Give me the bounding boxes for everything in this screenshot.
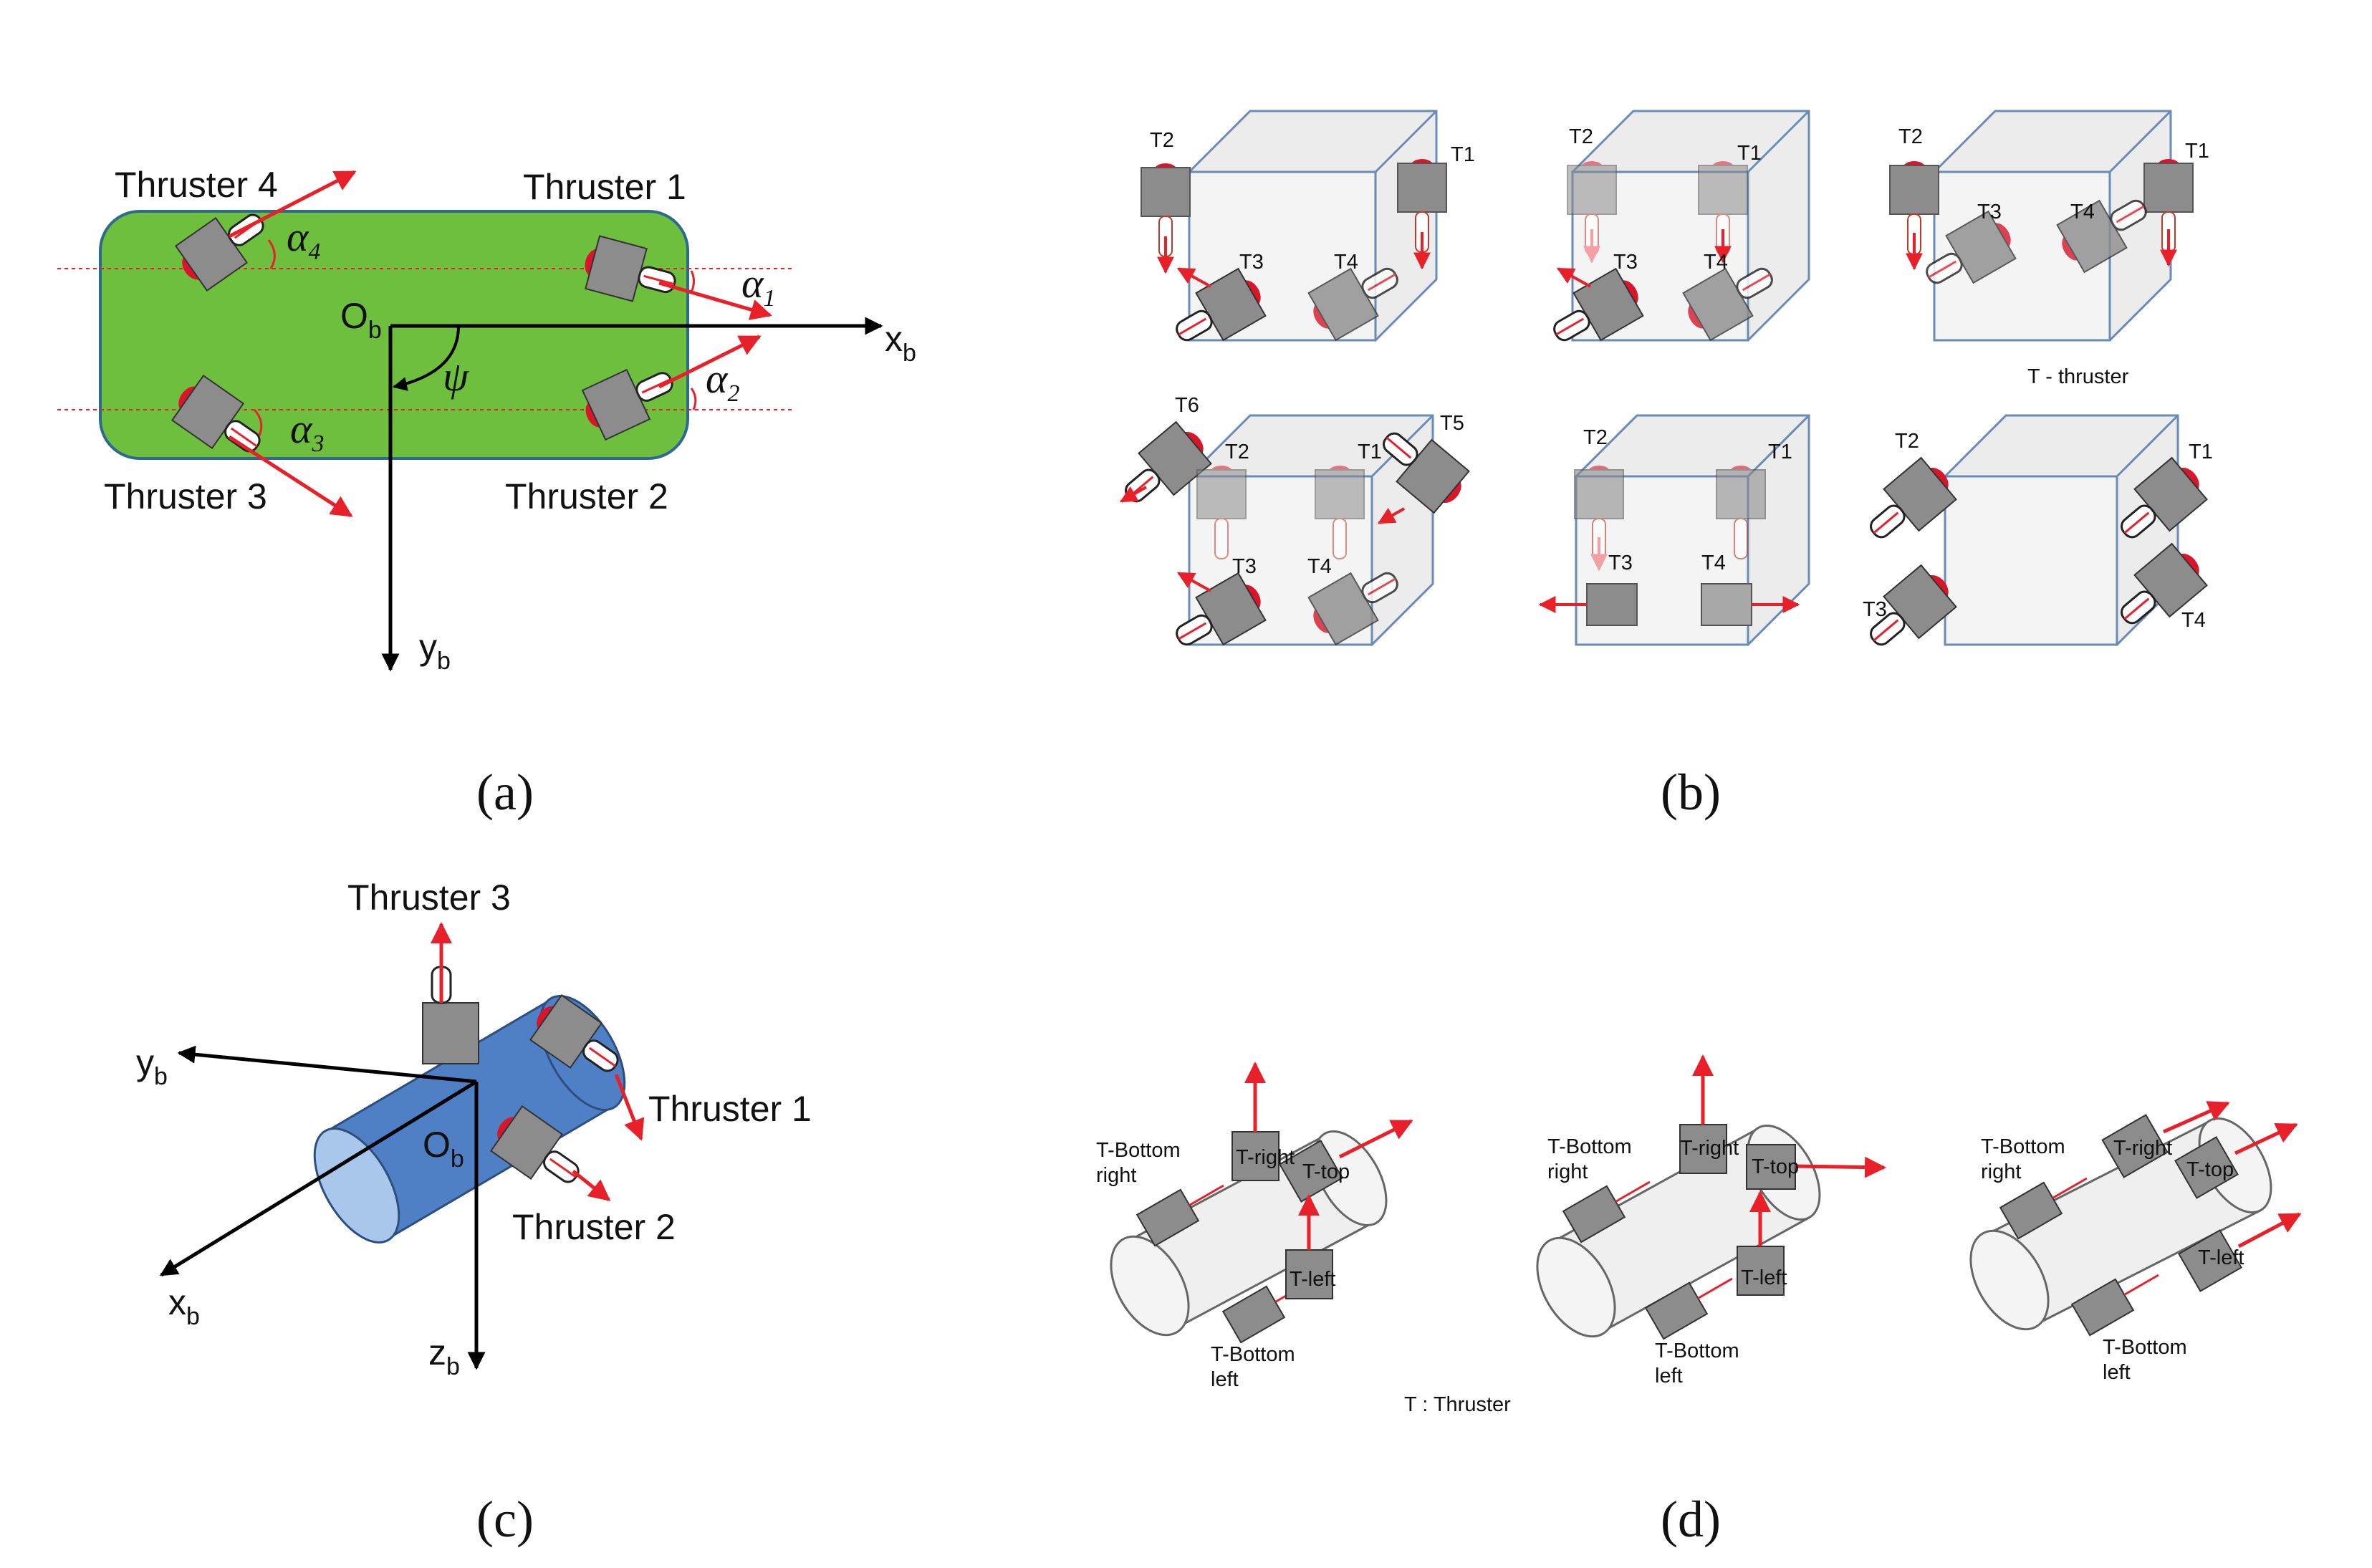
- d2-t-top: T-top: [1752, 1155, 1799, 1178]
- x-axis-label: xb: [885, 319, 916, 367]
- cube5-t3: T3: [1608, 552, 1633, 574]
- panel-a: Thruster 4 Thruster 1 Thruster 3 Thruste…: [57, 165, 916, 821]
- c-origin-label: Ob: [423, 1125, 464, 1173]
- alpha-1-arc: [690, 270, 695, 293]
- cube-6: T2 T1 T3 T4: [1855, 414, 2214, 663]
- alpha-1-label: α1: [741, 260, 775, 312]
- cube3-t2: T2: [1898, 125, 1923, 148]
- cube1-t2: T2: [1150, 129, 1174, 152]
- cube2-t3: T3: [1613, 251, 1638, 274]
- cylinder-end: [313, 1127, 400, 1244]
- c-y-axis: [177, 1045, 477, 1084]
- cube1-t4: T4: [1334, 251, 1358, 274]
- alpha-3-label: α3: [290, 405, 324, 457]
- cube1-t1: T1: [1451, 143, 1475, 166]
- cube6-t2: T2: [1895, 430, 1919, 453]
- cube5-t1: T1: [1768, 441, 1792, 463]
- d2-t-left: T-left: [1741, 1266, 1787, 1289]
- cube5-t2: T2: [1583, 426, 1608, 449]
- c-z-axis-label: zb: [428, 1332, 460, 1380]
- psi-label: ψ: [443, 353, 469, 400]
- thruster-1-label: Thruster 1: [523, 167, 686, 207]
- cube1-t3: T3: [1239, 251, 1264, 274]
- d3-t-top: T-top: [2186, 1158, 2234, 1181]
- panel-b: T2 T1 T3 T4 T2 T1 T3 T4: [1110, 110, 2214, 821]
- c-thruster-3-label: Thruster 3: [347, 877, 511, 918]
- d1-t-left: T-left: [1290, 1268, 1335, 1291]
- cube2-t2: T2: [1569, 125, 1593, 148]
- cube6-t4: T4: [2181, 609, 2206, 632]
- cube-4: T6 T5 T2 T1 T3 T4: [1110, 394, 1476, 664]
- d3-t-right: T-right: [2113, 1137, 2172, 1160]
- thruster-3-label: Thruster 3: [104, 476, 267, 516]
- d-legend: T : Thruster: [1404, 1393, 1511, 1416]
- y-axis-label: yb: [419, 627, 451, 675]
- d1-t-right: T-right: [1236, 1146, 1295, 1169]
- c-thruster-3: [422, 922, 479, 1064]
- cube4-t6: T6: [1175, 394, 1199, 417]
- d3-t-left: T-left: [2198, 1246, 2244, 1269]
- cube4-t2: T2: [1225, 441, 1249, 463]
- d1-t-top: T-top: [1302, 1160, 1350, 1183]
- cube-2: T2 T1 T3 T4: [1541, 110, 1810, 360]
- cube5-t4: T4: [1701, 552, 1726, 574]
- thrust-arrow-1: [658, 281, 772, 320]
- vessel-hull: [99, 210, 689, 460]
- cube2-t4: T4: [1704, 251, 1728, 274]
- alpha-2-arc: [690, 388, 697, 410]
- origin-label: Ob: [340, 296, 382, 344]
- cube6-t3: T3: [1863, 598, 1887, 621]
- cube-5: T2 T1 T3 T4: [1538, 414, 1810, 647]
- cube2-t1: T1: [1737, 142, 1762, 165]
- thruster-2-label: Thruster 2: [505, 476, 668, 516]
- thrust-arrow-2: [658, 335, 762, 389]
- cube4-t5: T5: [1440, 412, 1464, 435]
- c-thruster-2-label: Thruster 2: [512, 1207, 676, 1247]
- cube-3: T2 T1 T3 T4 T - thruster: [1889, 110, 2209, 388]
- cube3-t1: T1: [2185, 140, 2209, 163]
- d2-t-right: T-right: [1680, 1137, 1739, 1160]
- cube3-t4: T4: [2070, 201, 2095, 223]
- psi-arc: [393, 325, 460, 391]
- alpha-2-label: α2: [706, 355, 739, 407]
- c-x-axis: [159, 1079, 478, 1277]
- alpha-4-arc: [267, 239, 276, 269]
- thruster-4-label: Thruster 4: [115, 165, 278, 205]
- cube6-t1: T1: [2189, 441, 2213, 463]
- caption-c: (c): [476, 1491, 534, 1548]
- caption-a: (a): [476, 764, 534, 821]
- alpha-3-arc: [253, 408, 263, 436]
- cube3-t3: T3: [1977, 201, 2002, 223]
- caption-d: (d): [1661, 1491, 1721, 1548]
- thrust-arrow-3: [228, 435, 353, 518]
- c-thruster-1-label: Thruster 1: [648, 1089, 812, 1129]
- cube4-t3: T3: [1232, 555, 1257, 578]
- panel-c: Thruster 3 Thruster 1 Thruster 2 Ob yb x…: [136, 877, 812, 1548]
- cube-1: T2 T1 T3 T4: [1141, 110, 1475, 360]
- alpha-4-label: α4: [287, 213, 320, 265]
- cube4-t4: T4: [1307, 555, 1332, 578]
- cube-legend: T - thruster: [2027, 365, 2129, 388]
- caption-b: (b): [1661, 764, 1721, 821]
- c-y-axis-label: yb: [136, 1042, 168, 1090]
- thrust-arrow-4: [228, 170, 357, 239]
- c-x-axis-label: xb: [168, 1282, 200, 1330]
- cube4-t1: T1: [1358, 441, 1382, 463]
